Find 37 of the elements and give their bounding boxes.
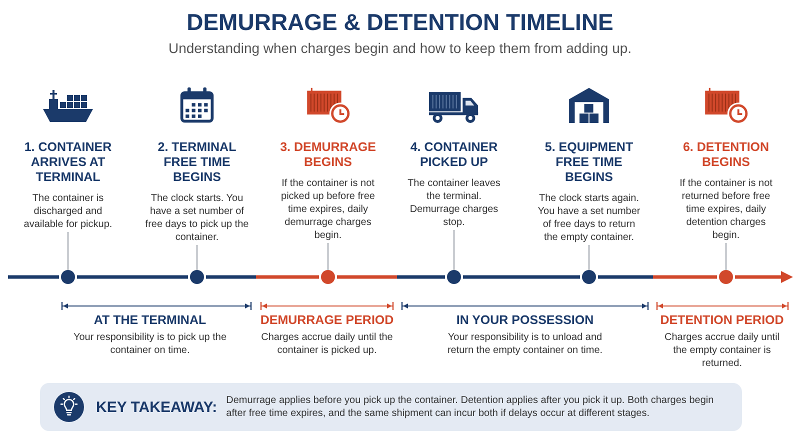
timeline-dot — [582, 270, 596, 284]
period-heading: DETENTION PERIOD — [660, 313, 784, 328]
takeaway-text: Demurrage applies before you pick up the container. Detention applies after you pick it up. Both charges begin after free time expires, and the same shipment can incur both if delays occur at different stages. — [226, 394, 715, 420]
step-description: The clock starts. You have a set number of free days to pick up the container. — [144, 192, 250, 244]
period-heading: IN YOUR POSSESSION — [456, 313, 594, 328]
period-description: Your responsibility is to unload and return the empty container on time. — [446, 331, 604, 357]
period-description: Charges accrue daily until the empty container is returned. — [663, 331, 781, 370]
period-description: Your responsibility is to pick up the container on time. — [72, 331, 228, 357]
step-description: If the container is not returned before free time expires, daily detention charges begin. — [678, 177, 774, 242]
step-heading: 3. DEMURRAGE BEGINS — [279, 140, 377, 170]
leader-line — [725, 243, 727, 270]
leader-line — [588, 245, 590, 270]
step-heading: 1. CONTAINER ARRIVES AT TERMINAL — [23, 140, 113, 185]
step-heading: 4. CONTAINER PICKED UP — [409, 140, 499, 170]
takeaway-panel — [40, 383, 742, 431]
period-description: Charges accrue daily until the container is picked up. — [260, 331, 394, 357]
timeline-dot — [447, 270, 461, 284]
step-description: If the container is not picked up before free time expires, daily demurrage charges begin. — [280, 177, 376, 242]
leader-line — [67, 232, 69, 270]
timeline-dot — [190, 270, 204, 284]
takeaway-heading: KEY TAKEAWAY: — [96, 398, 218, 416]
leader-line — [453, 230, 455, 270]
timeline-dot — [61, 270, 75, 284]
timeline-dot — [719, 270, 733, 284]
step-description: The container is discharged and available for pickup. — [22, 192, 114, 231]
timeline-dot — [321, 270, 335, 284]
title: DEMURRAGE & DETENTION TIMELINE — [186, 8, 614, 36]
period-heading: AT THE TERMINAL — [94, 313, 206, 328]
step-heading: 5. EQUIPMENT FREE TIME BEGINS — [544, 140, 634, 185]
step-heading: 2. TERMINAL FREE TIME BEGINS — [156, 140, 238, 185]
period-heading: DEMURRAGE PERIOD — [260, 313, 394, 328]
step-description: The container leaves the terminal. Demurrage charges stop. — [406, 177, 502, 229]
step-heading: 6. DETENTION BEGINS — [682, 140, 770, 170]
subtitle: Understanding when charges begin and how to keep them from adding up. — [168, 40, 632, 57]
step-description: The clock starts again. You have a set number of free days to return the empty container. — [536, 192, 642, 244]
leader-line — [327, 243, 329, 270]
leader-line — [196, 245, 198, 270]
